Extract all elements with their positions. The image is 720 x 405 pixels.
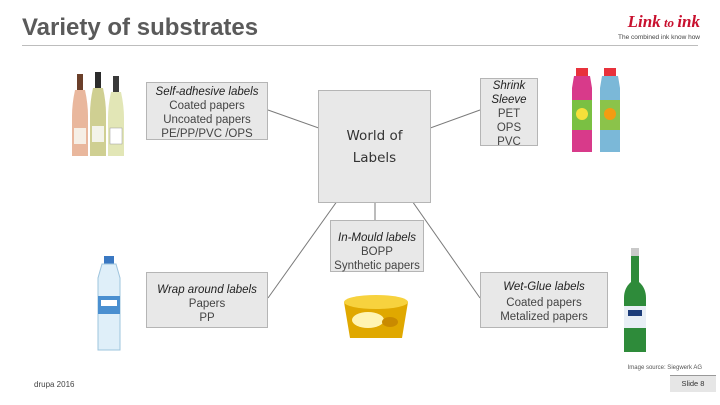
shrink-sleeve-heading: Sleeve [481,93,537,107]
self-adhesive-item: Uncoated papers [147,113,267,127]
shrink-sleeve-bottles-image [566,66,632,158]
wrap-around-item: PP [147,311,267,325]
sparkling-wine-bottles-image [62,70,136,160]
self-adhesive-box: Self-adhesive labels Coated papers Uncoa… [146,82,268,140]
wrap-around-heading: Wrap around labels [147,283,267,297]
shrink-sleeve-heading: Shrink [481,79,537,93]
wrap-around-box: Wrap around labels Papers PP [146,272,268,328]
self-adhesive-item: PE/PP/PVC /OPS [147,127,267,141]
footer-event: drupa 2016 [34,380,74,389]
wrap-around-item: Papers [147,297,267,311]
image-source-note: Image source: Siegwerk AG [628,365,702,371]
wet-glue-heading: Wet-Glue labels [481,280,607,294]
shrink-sleeve-box: Shrink Sleeve PET OPS PVC [480,78,538,146]
shrink-sleeve-item: PVC [481,135,537,149]
shrink-sleeve-item: PET [481,107,537,121]
in-mould-item: BOPP [331,245,423,259]
in-mould-heading: In-Mould labels [331,231,423,245]
wet-glue-item: Coated papers [481,296,607,310]
wet-glue-box: Wet-Glue labels Coated papers Metalized … [480,272,608,328]
wet-glue-item: Metalized papers [481,310,607,324]
beer-bottle-image [620,248,650,356]
shrink-sleeve-item: OPS [481,121,537,135]
water-bottle-image [92,256,126,354]
self-adhesive-heading: Self-adhesive labels [147,85,267,99]
slide-number: Slide 8 [670,375,716,392]
in-mould-item: Synthetic papers [331,259,423,273]
margarine-tub-image [338,292,414,344]
self-adhesive-item: Coated papers [147,99,267,113]
in-mould-box: In-Mould labels BOPP Synthetic papers [330,220,424,272]
